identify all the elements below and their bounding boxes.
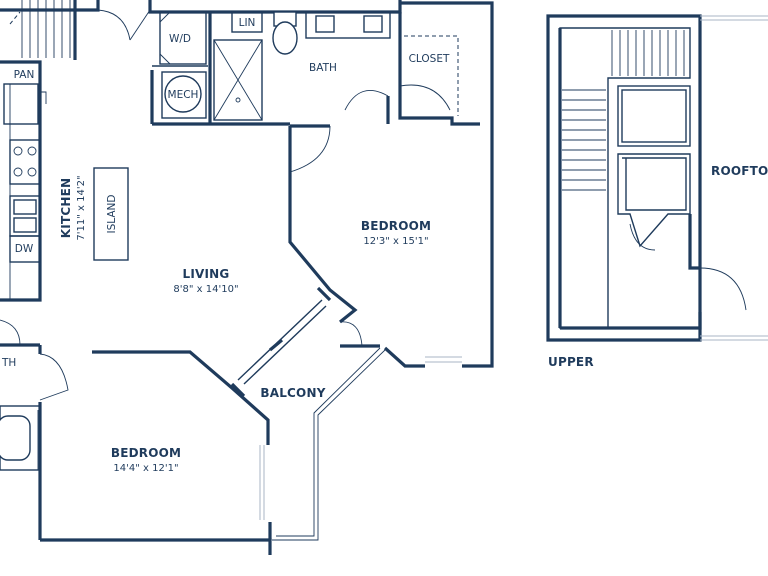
living-name: LIVING bbox=[183, 267, 230, 281]
island-label: ISLAND bbox=[106, 195, 118, 234]
balcony-label: BALCONY bbox=[260, 386, 325, 400]
kitchen-dims: 7'11" x 14'2" bbox=[76, 175, 87, 240]
bath-label: BATH bbox=[309, 62, 337, 74]
sliding-door[interactable] bbox=[237, 299, 327, 385]
rooftop-label: ROOFTOP bbox=[711, 164, 768, 178]
exterior-walls bbox=[0, 0, 494, 555]
stairs-top-left bbox=[9, 0, 77, 60]
bath-partial-label: TH bbox=[1, 357, 16, 369]
dw-label: DW bbox=[15, 243, 34, 255]
bath-partial bbox=[0, 405, 41, 471]
mech-label: MECH bbox=[168, 89, 199, 101]
lin-label: LIN bbox=[239, 17, 256, 29]
closet-label: CLOSET bbox=[409, 53, 450, 65]
upper-plan bbox=[546, 14, 768, 342]
bedroom-2-dims: 14'4" x 12'1" bbox=[113, 463, 178, 474]
balcony-outline bbox=[259, 347, 462, 541]
pan-label: PAN bbox=[14, 69, 35, 81]
living-dims: 8'8" x 14'10" bbox=[173, 284, 238, 295]
upper-label: UPPER bbox=[548, 355, 594, 369]
bedroom-1-name: BEDROOM bbox=[361, 219, 431, 233]
room-labels: BEDROOM 12'3" x 15'1" BEDROOM 14'4" x 12… bbox=[1, 17, 768, 474]
kitchen-fixtures bbox=[3, 83, 129, 300]
utility-block bbox=[152, 11, 459, 124]
wd-label: W/D bbox=[169, 33, 191, 45]
bedroom-2-name: BEDROOM bbox=[111, 446, 181, 460]
kitchen-name: KITCHEN bbox=[59, 178, 73, 238]
bedroom-1-dims: 12'3" x 15'1" bbox=[363, 236, 428, 247]
